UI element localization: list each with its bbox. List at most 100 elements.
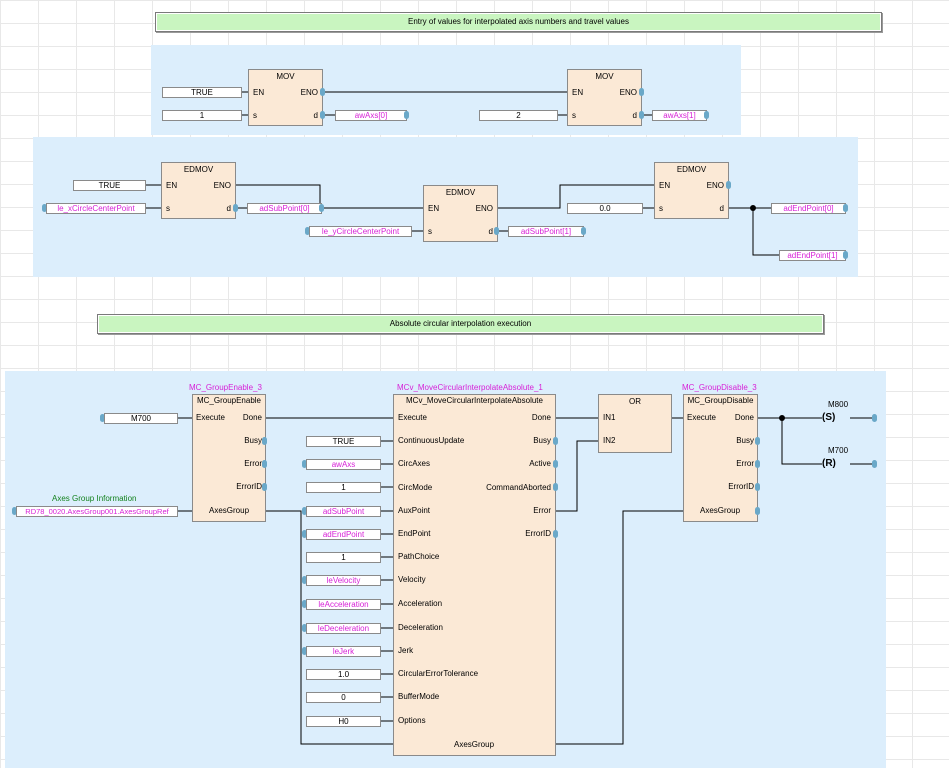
circ-velocity-value[interactable]: leVelocity: [306, 575, 381, 586]
edmov1-s-variable[interactable]: le_xCircleCenterPoint: [46, 203, 146, 214]
or-block[interactable]: OR IN1 IN2: [598, 394, 672, 453]
enable-busy-connector[interactable]: [262, 437, 267, 445]
circ-busy-connector[interactable]: [553, 437, 558, 445]
circ-acceleration-value[interactable]: leAcceleration: [306, 599, 381, 610]
enable-error-connector[interactable]: [262, 460, 267, 468]
deceleration-var-connector[interactable]: [302, 624, 307, 632]
reset-coil[interactable]: (R): [822, 458, 836, 469]
edmov3-title: EDMOV: [676, 165, 707, 174]
circaxes-var-connector[interactable]: [302, 460, 307, 468]
circ-in-buffermode: BufferMode: [398, 692, 440, 701]
axes-group-ref-variable[interactable]: RD78_0020.AxesGroup001.AxesGroupRef: [16, 506, 178, 517]
mov1-eno-connector[interactable]: [320, 88, 325, 96]
mov1-s-constant[interactable]: 1: [162, 110, 242, 121]
edmov3-s-pin: s: [659, 204, 663, 213]
mov1-d-connector[interactable]: [320, 111, 325, 119]
mov1-en-constant[interactable]: TRUE: [162, 87, 242, 98]
mov1-block[interactable]: MOV EN ENO s d: [248, 69, 323, 126]
edmov3-d-variable-0[interactable]: adEndPoint[0]: [771, 203, 846, 214]
edmov1-d-pin: d: [226, 204, 231, 213]
edmov3-s-constant[interactable]: 0.0: [567, 203, 643, 214]
circ-deceleration-value[interactable]: leDeceleration: [306, 623, 381, 634]
mov1-d-variable[interactable]: awAxs[0]: [335, 110, 407, 121]
mov2-d-var-connector[interactable]: [704, 111, 709, 119]
mov2-eno-connector[interactable]: [639, 88, 644, 96]
mov1-d-var-connector[interactable]: [404, 111, 409, 119]
auxpoint-var-connector[interactable]: [302, 507, 307, 515]
disable-busy-connector[interactable]: [755, 437, 760, 445]
jerk-var-connector[interactable]: [302, 647, 307, 655]
edmov3-d1-connector[interactable]: [843, 251, 848, 259]
disable-done-pin: Done: [734, 413, 754, 422]
circ-circaxes-value[interactable]: awAxs: [306, 459, 381, 470]
circ-errorid-connector[interactable]: [553, 530, 558, 538]
edmov2-s-var-connector-left[interactable]: [305, 227, 310, 235]
edmov1-s-var-connector-left[interactable]: [42, 204, 47, 212]
circ-options-value[interactable]: H0: [306, 716, 381, 727]
axes-group-ref-connector[interactable]: [12, 507, 17, 515]
mov2-s-constant[interactable]: 2: [479, 110, 558, 121]
edmov2-s-variable[interactable]: le_yCircleCenterPoint: [309, 226, 412, 237]
disable-errorid-connector[interactable]: [755, 483, 760, 491]
enable-error-pin: Error: [244, 459, 262, 468]
circ-pathchoice-value[interactable]: 1: [306, 552, 381, 563]
edmov1-block[interactable]: EDMOV EN ENO s d: [161, 162, 236, 219]
set-coil-connector[interactable]: [872, 414, 877, 422]
reset-coil-connector[interactable]: [872, 460, 877, 468]
mc-group-enable-block[interactable]: MC_GroupEnable Execute Done Busy Error E…: [192, 394, 266, 522]
circ-active-connector[interactable]: [553, 460, 558, 468]
edmov3-eno-pin: ENO: [706, 181, 724, 190]
disable-axesgroup-connector[interactable]: [755, 507, 760, 515]
disable-type-name: MC_GroupDisable: [687, 396, 754, 405]
mcv-move-circular-block[interactable]: MCv_MoveCircularInterpolateAbsolute Exec…: [393, 394, 556, 756]
edmov1-d-var-connector[interactable]: [319, 204, 324, 212]
edmov1-eno-pin: ENO: [213, 181, 231, 190]
circ-tolerance-value[interactable]: 1.0: [306, 669, 381, 680]
disable-execute-pin: Execute: [687, 413, 716, 422]
circ-commandaborted-connector[interactable]: [553, 483, 558, 491]
reset-coil-device: M700: [828, 446, 849, 455]
enable-execute-input-connector[interactable]: [100, 414, 105, 422]
disable-error-pin: Error: [736, 459, 754, 468]
edmov3-d0-connector[interactable]: [843, 204, 848, 212]
circ-in-execute: Execute: [398, 413, 427, 422]
acceleration-var-connector[interactable]: [302, 600, 307, 608]
enable-errorid-connector[interactable]: [262, 483, 267, 491]
edmov2-d-var-connector[interactable]: [581, 227, 586, 235]
edmov2-block[interactable]: EDMOV EN ENO s d: [423, 185, 498, 242]
mc-group-disable-block[interactable]: MC_GroupDisable Execute Done Busy Error …: [683, 394, 758, 522]
mov2-d-connector[interactable]: [639, 111, 644, 119]
edmov3-d-variable-1[interactable]: adEndPoint[1]: [779, 250, 846, 261]
edmov1-en-pin: EN: [166, 181, 178, 190]
enable-execute-device[interactable]: M700: [104, 413, 178, 424]
edmov1-d-variable[interactable]: adSubPoint[0]: [247, 203, 322, 214]
endpoint-var-connector[interactable]: [302, 530, 307, 538]
circ-auxpoint-value[interactable]: adSubPoint: [306, 506, 381, 517]
disable-instance-name: MC_GroupDisable_3: [682, 383, 757, 392]
circ-out-commandaborted: CommandAborted: [486, 483, 551, 492]
or-title: OR: [629, 397, 641, 406]
edmov1-en-constant[interactable]: TRUE: [73, 180, 146, 191]
circ-buffermode-value[interactable]: 0: [306, 692, 381, 703]
mov2-block[interactable]: MOV EN ENO s d: [567, 69, 642, 126]
edmov3-block[interactable]: EDMOV EN ENO s d: [654, 162, 729, 219]
edmov2-d-pin: d: [488, 227, 493, 236]
mov1-s-pin: s: [253, 111, 257, 120]
circ-continuous-update-value[interactable]: TRUE: [306, 436, 381, 447]
circ-circmode-value[interactable]: 1: [306, 482, 381, 493]
banner-entry-values[interactable]: Entry of values for interpolated axis nu…: [155, 12, 882, 32]
edmov2-d-connector[interactable]: [494, 227, 499, 235]
velocity-var-connector[interactable]: [302, 576, 307, 584]
circ-endpoint-value[interactable]: adEndPoint: [306, 529, 381, 540]
mov2-d-variable[interactable]: awAxs[1]: [652, 110, 707, 121]
edmov3-eno-connector[interactable]: [726, 181, 731, 189]
set-coil[interactable]: (S): [822, 412, 836, 423]
banner-circular-execution[interactable]: Absolute circular interpolation executio…: [97, 314, 824, 334]
edmov2-s-pin: s: [428, 227, 432, 236]
disable-error-connector[interactable]: [755, 460, 760, 468]
or-in1-pin: IN1: [603, 413, 616, 422]
edmov1-d-connector[interactable]: [233, 204, 238, 212]
circ-in-jerk: Jerk: [398, 646, 414, 655]
circ-jerk-value[interactable]: leJerk: [306, 646, 381, 657]
edmov2-d-variable[interactable]: adSubPoint[1]: [508, 226, 584, 237]
